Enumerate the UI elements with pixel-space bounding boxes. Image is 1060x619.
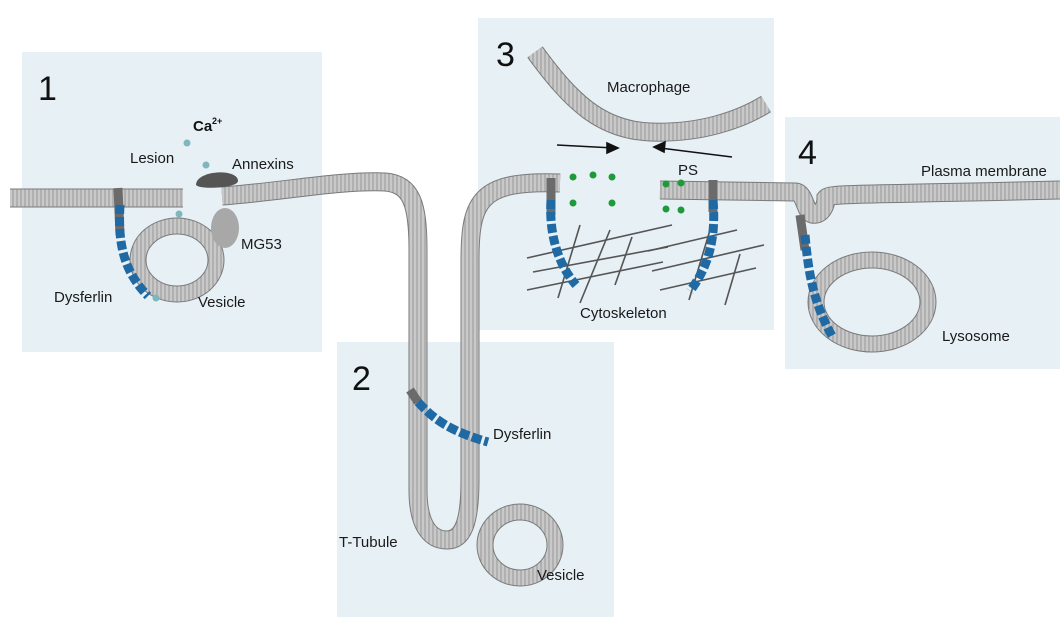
plasma-membrane-label: Plasma membrane xyxy=(921,163,1047,180)
vesicle-label-panel-1: Vesicle xyxy=(198,294,246,311)
calcium-ion xyxy=(184,140,191,147)
panel-2-number: 2 xyxy=(352,360,371,398)
panel-3-background xyxy=(478,18,774,330)
mg53-protein xyxy=(211,208,239,248)
mg53-label: MG53 xyxy=(241,236,282,253)
cytoskeleton-label: Cytoskeleton xyxy=(580,305,667,322)
panel-3-number: 3 xyxy=(496,36,515,74)
lysosome-label: Lysosome xyxy=(942,328,1010,345)
vesicle-label-panel-2: Vesicle xyxy=(537,567,585,584)
dysferlin-label-panel-2: Dysferlin xyxy=(493,426,551,443)
calcium-ion xyxy=(176,211,183,218)
calcium-ion xyxy=(203,162,210,169)
panel-1-number: 1 xyxy=(38,70,57,108)
t-tubule-label: T-Tubule xyxy=(339,534,398,551)
macrophage-label: Macrophage xyxy=(607,79,690,96)
panel-4-number: 4 xyxy=(798,134,817,172)
calcium-charge-label: 2+ xyxy=(212,116,222,126)
calcium-label: Ca xyxy=(193,118,213,135)
ps-label: PS xyxy=(678,162,698,179)
annexins-label: Annexins xyxy=(232,156,294,173)
dysferlin-label-panel-1: Dysferlin xyxy=(54,289,112,306)
lesion-label: Lesion xyxy=(130,150,174,167)
